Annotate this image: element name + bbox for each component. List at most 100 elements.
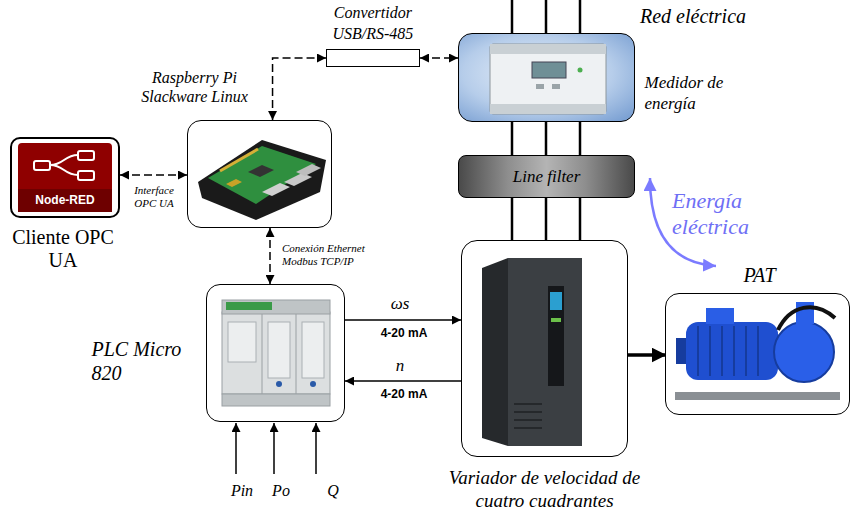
energy-flow-arrow-part — [650, 178, 716, 266]
plc-device-part — [226, 302, 272, 310]
node-red-logo-part — [78, 171, 94, 180]
signal-name: Q — [320, 481, 346, 501]
edge-label-slot: Conexión Ethernet Modbus TCP/IP — [282, 242, 380, 268]
node-title: Line filter — [513, 166, 581, 187]
pump-as-turbine-part — [686, 322, 778, 380]
raspberry-pi-board-part — [198, 140, 326, 220]
label-slot: Po — [264, 481, 298, 501]
pump-as-turbine-part-part — [709, 326, 711, 376]
variable-speed-drive-part — [482, 258, 508, 446]
raspberry-pi-board-part — [208, 146, 316, 204]
raspberry-pi-board-part — [220, 149, 258, 171]
edge-label: Interface OPC UA — [123, 184, 185, 210]
raspberry-pi-board-part — [248, 165, 274, 177]
energy-meter-device-part — [490, 44, 606, 54]
variable-speed-drive-part — [550, 292, 562, 310]
pump-as-turbine-part — [706, 308, 734, 324]
node-title: PAT — [717, 263, 803, 287]
pump-as-turbine-part-part — [757, 326, 759, 376]
connector — [628, 353, 665, 357]
edge-label-slot: Interface OPC UA — [123, 184, 185, 210]
energy-label: Energía eléctrica — [672, 188, 792, 240]
energy-meter-device-part — [532, 62, 566, 78]
node-title: PLC Micro 820 — [92, 337, 196, 385]
node-red-logo-part — [18, 143, 112, 212]
variable-speed-drive-part-part — [514, 403, 542, 405]
pump-as-turbine-part-part — [745, 326, 747, 376]
plc-box: PLC Micro 820 — [206, 284, 345, 422]
plc-device-part — [310, 381, 316, 387]
raspberry-pi-board-part — [262, 183, 290, 196]
plc-device-part — [222, 312, 330, 394]
raspberry-pi-board-part — [284, 173, 312, 186]
energy-meter-device-part — [578, 68, 583, 73]
connector — [120, 174, 187, 176]
node-title: Node-RED — [18, 193, 112, 208]
connector — [269, 228, 271, 284]
connector — [273, 58, 326, 120]
variable-speed-drive-part — [551, 318, 561, 322]
three-phase-wires-part — [579, 122, 582, 155]
variable-speed-drive — [482, 258, 582, 446]
node-red-logo-part — [50, 155, 78, 175]
label-slot: Q — [320, 481, 346, 501]
pump-as-turbine-part — [675, 392, 840, 400]
pump-as-turbine — [675, 302, 840, 400]
pump-as-turbine-part — [778, 307, 835, 330]
energy-meter-device-part — [552, 84, 560, 89]
label-slot: Pin — [222, 481, 262, 501]
raspberry-pi-board — [198, 140, 326, 220]
edge-label-slot: n — [388, 356, 412, 376]
node-title: Raspberry Pi Slackware Linux — [125, 68, 265, 106]
plc-device-part — [296, 314, 297, 394]
label-slot: 4-20 mA — [358, 326, 450, 341]
plc-device-part — [268, 322, 290, 378]
text-slot: Line filter — [459, 156, 634, 197]
connector — [545, 198, 548, 240]
plc-input-arrows-part — [235, 423, 237, 474]
signal-range: 4-20 mA — [358, 387, 450, 402]
plc-input-arrows-part — [315, 423, 317, 474]
energy-meter-device — [490, 44, 606, 114]
pump-as-turbine-part-part — [697, 326, 699, 376]
label-slot: 4-20 mA — [358, 387, 450, 402]
variable-speed-drive-part — [508, 258, 582, 446]
pat-box: PAT — [665, 293, 850, 415]
node-red-logo — [18, 143, 112, 212]
node-red-logo-part — [34, 161, 50, 170]
node-red-logo-part — [18, 189, 112, 212]
pump-as-turbine-part — [676, 338, 688, 364]
plc-device-part — [302, 322, 324, 378]
node-red-logo-part — [78, 151, 94, 160]
signal-range: 4-20 mA — [358, 326, 450, 341]
label-slot: Energía eléctrica — [672, 188, 792, 240]
plc-device-part — [222, 394, 330, 406]
grid-label: Red eléctrica — [640, 4, 800, 28]
three-phase-wires — [512, 0, 580, 240]
plc-device-part — [262, 314, 263, 394]
text-slot: Convertidor USB/RS-485 — [316, 2, 430, 44]
edge-label: n — [388, 356, 412, 376]
plc-device-part — [276, 381, 282, 387]
three-phase-wires-part — [511, 0, 514, 33]
pump-as-turbine-part — [796, 302, 814, 324]
connector — [545, 122, 548, 155]
three-phase-wires-part — [545, 0, 548, 33]
converter-box: Convertidor USB/RS-485 — [326, 49, 420, 67]
energy-meter-device-part — [490, 104, 606, 114]
edge-label: Conexión Ethernet Modbus TCP/IP — [282, 242, 380, 268]
variable-speed-drive-part — [514, 404, 542, 428]
three-phase-wires-part — [511, 198, 514, 240]
text-slot: Variador de velocidad de cuatro cuadrant… — [430, 466, 660, 512]
energy-meter-box: Medidor de energía — [458, 33, 635, 122]
plc-input-arrows — [236, 423, 316, 474]
three-phase-wires-part — [579, 198, 582, 240]
raspberry-pi-board-part — [226, 179, 242, 187]
variable-speed-drive-part — [548, 286, 564, 386]
text-slot: PAT — [717, 263, 803, 287]
energy-meter-device-part — [536, 84, 544, 89]
variable-speed-drive-part-part — [514, 411, 542, 413]
